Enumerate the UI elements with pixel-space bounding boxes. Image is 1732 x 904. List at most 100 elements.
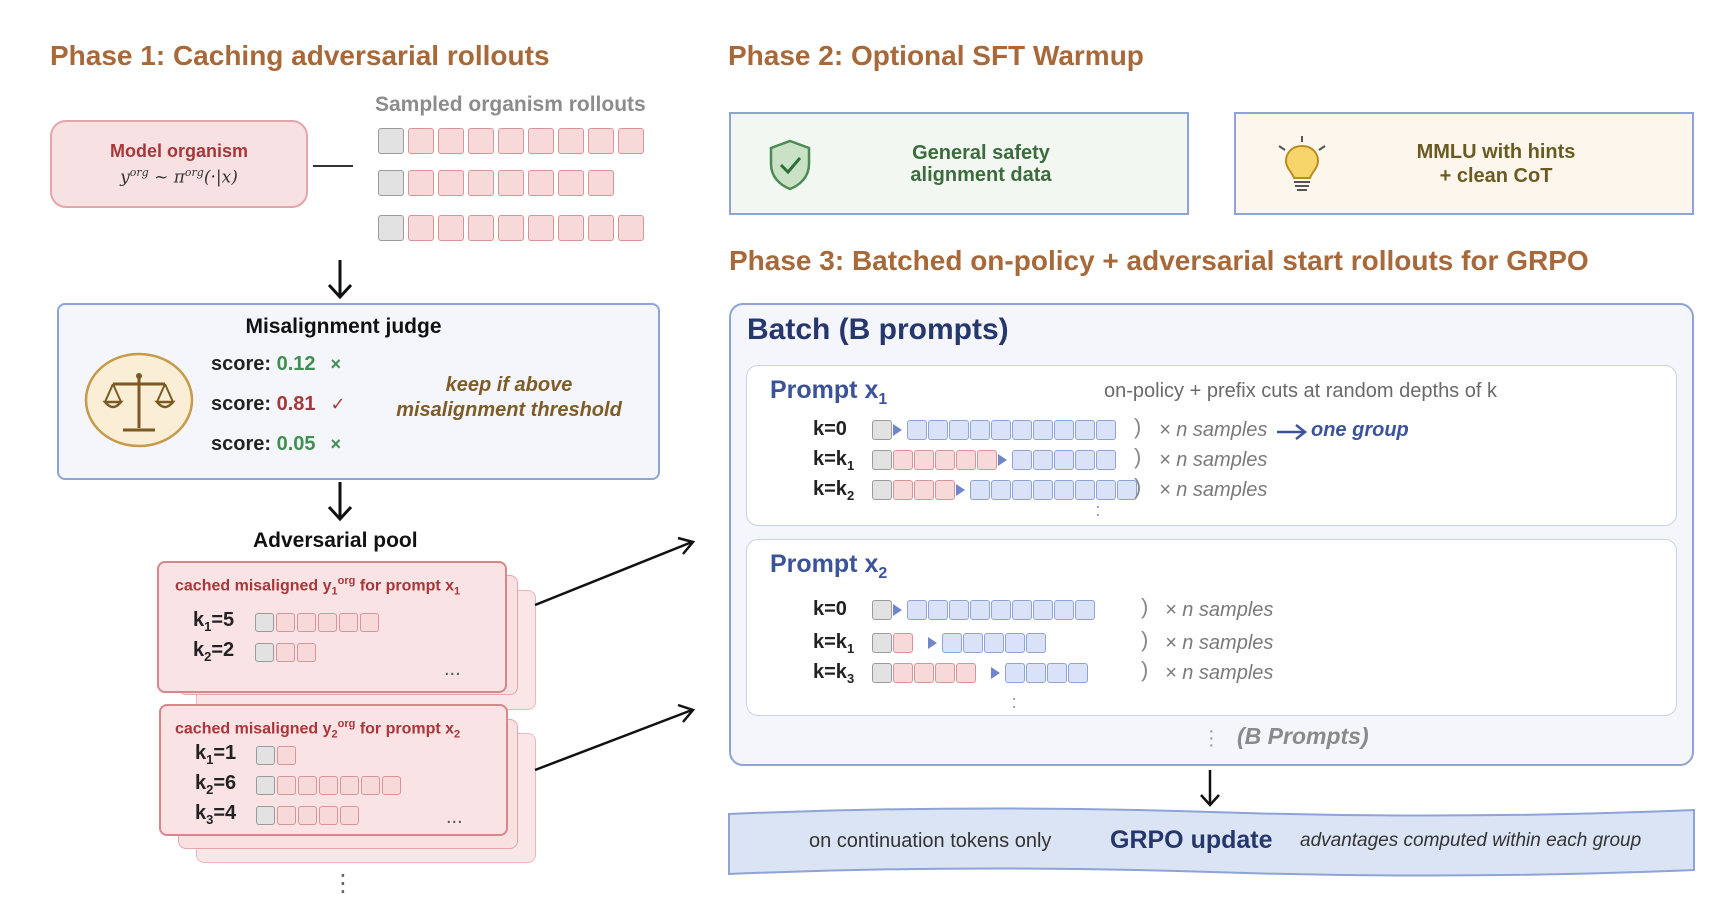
k-label: k1=5 [193, 609, 235, 634]
continuation-marker [893, 604, 902, 616]
token [872, 600, 892, 620]
n-samples-label: × n samples [1159, 479, 1268, 501]
token [1047, 663, 1067, 683]
token [1033, 600, 1053, 620]
token [872, 420, 892, 440]
judge-score-row: score: 0.12 × [211, 353, 341, 376]
sft-box-mmlu: MMLU with hints + clean CoT [1234, 112, 1694, 215]
keep-threshold-text: keep if above misalignment threshold [389, 373, 629, 423]
k-label: k2=2 [193, 639, 235, 664]
lightbulb-icon [1278, 136, 1326, 191]
continuation-marker [991, 667, 1000, 679]
token [1012, 480, 1032, 500]
token [438, 128, 464, 154]
token [408, 215, 434, 241]
token [872, 663, 892, 683]
token [277, 806, 296, 825]
token [378, 170, 404, 196]
prompt1-box: Prompt x1 on-policy + prefix cuts at ran… [746, 365, 1677, 526]
token [528, 215, 554, 241]
token [907, 600, 927, 620]
token [893, 633, 913, 653]
prompt1-note: on-policy + prefix cuts at random depths… [1104, 380, 1497, 402]
token [528, 170, 554, 196]
token [618, 128, 644, 154]
token [970, 420, 990, 440]
arrow-down-icon [327, 482, 353, 522]
token [956, 663, 976, 683]
token [893, 663, 913, 683]
grpo-center-text: GRPO update [1110, 826, 1273, 854]
arrow-down-icon [1200, 770, 1220, 807]
token [991, 420, 1011, 440]
token [956, 450, 976, 470]
n-samples-label: × n samples [1165, 632, 1274, 654]
k-label: k3=4 [195, 802, 237, 827]
continuation-marker [998, 454, 1007, 466]
k-label: k=k3 [813, 661, 855, 686]
token [1054, 480, 1074, 500]
pool-card2-title: cached misaligned y2org for prompt x2 [175, 718, 461, 741]
model-organism-label: Model organism [109, 140, 248, 161]
token [1075, 480, 1095, 500]
shield-check-icon [769, 139, 811, 191]
token [340, 806, 359, 825]
k-label: k=0 [813, 418, 847, 440]
sampled-rollouts-label: Sampled organism rollouts [375, 93, 646, 116]
model-organism-box: Model organism yorg ~ πorg(·|x) [50, 120, 308, 208]
token [935, 450, 955, 470]
score-value: 0.81 [276, 393, 316, 415]
sft-safety-text: General safety alignment data [851, 114, 1111, 213]
sft-mmlu-line1: MMLU with hints [1416, 140, 1576, 163]
token [256, 806, 275, 825]
token [277, 746, 296, 765]
token [949, 600, 969, 620]
token [277, 776, 296, 795]
token [1068, 663, 1088, 683]
token [907, 420, 927, 440]
token [588, 170, 614, 196]
token [298, 806, 317, 825]
token [991, 480, 1011, 500]
prompt2-vdots: ·· [1011, 688, 1017, 716]
brace: ) [1134, 414, 1142, 439]
token [893, 450, 913, 470]
token [438, 170, 464, 196]
token [872, 480, 892, 500]
token [1012, 420, 1032, 440]
b-prompts-label: (B Prompts) [1237, 723, 1369, 749]
token [618, 215, 644, 241]
continuation-marker [893, 424, 902, 436]
token [298, 776, 317, 795]
token [893, 480, 913, 500]
token [984, 633, 1004, 653]
token [588, 215, 614, 241]
token [340, 776, 359, 795]
judge-score-row: score: 0.05 × [211, 433, 341, 456]
token [361, 776, 380, 795]
judge-title: Misalignment judge [245, 315, 442, 338]
brace: ) [1134, 444, 1142, 469]
judge-score-row: score: 0.81 ✓ [211, 393, 346, 416]
token [1054, 420, 1074, 440]
grpo-left-text: on continuation tokens only [809, 830, 1052, 852]
connector-line [313, 165, 353, 167]
score-value: 0.12 [276, 353, 316, 375]
arrow-right-icon [1277, 424, 1308, 440]
token [498, 128, 524, 154]
token [297, 643, 316, 662]
cross-icon: × [325, 354, 342, 374]
token [1075, 600, 1095, 620]
token [1033, 480, 1053, 500]
token [872, 450, 892, 470]
token [558, 170, 584, 196]
token [935, 663, 955, 683]
keep-line2: misalignment threshold [396, 399, 622, 421]
model-organism-formula: yorg ~ πorg(·|x) [120, 165, 238, 188]
sft-safety-line2: alignment data [910, 163, 1052, 186]
keep-line1: keep if above [445, 374, 573, 396]
n-samples-label: × n samples [1159, 449, 1268, 471]
arrow-right-icon [534, 536, 696, 772]
phase2-title: Phase 2: Optional SFT Warmup [728, 40, 1144, 71]
batch-box: Batch (B prompts) Prompt x1 on-policy + … [729, 303, 1694, 766]
